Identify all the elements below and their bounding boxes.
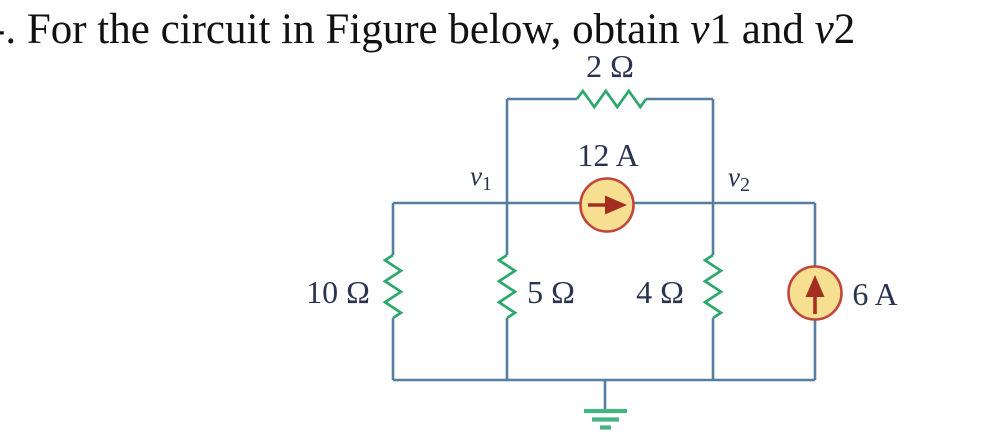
title-v2-var: v — [814, 6, 834, 53]
node-v1-sub: 1 — [482, 173, 492, 195]
node-v2-var: v — [728, 162, 740, 192]
resistor-2ohm-label: 2 Ω — [586, 48, 634, 84]
current-source-12a-icon — [579, 177, 635, 233]
current-source-6a-icon — [787, 265, 843, 321]
title-connector: and — [731, 6, 815, 53]
resistor-4ohm-zigzag — [702, 253, 724, 320]
ground-icon — [584, 408, 627, 430]
title-text: -. For the circuit in Figure below, obta… — [0, 6, 691, 53]
resistor-10ohm-label: 10 Ω — [306, 274, 370, 310]
resistor-5ohm-zigzag — [496, 253, 518, 320]
current-source-12a-arrow-head — [605, 195, 627, 215]
resistor-4ohm-label: 4 Ω — [636, 274, 684, 310]
title-v1-num: 1 — [709, 6, 732, 53]
node-v2-sub: 2 — [740, 174, 750, 196]
resistor-5ohm-label: 5 Ω — [527, 274, 575, 310]
node-v1-label: v1 — [470, 161, 492, 195]
source-6a-label: 6 A — [852, 276, 897, 312]
source-12a-label: 12 A — [577, 137, 638, 173]
node-v1-var: v — [470, 161, 482, 191]
node-v2-label: v2 — [728, 162, 750, 196]
problem-title: -. For the circuit in Figure below, obta… — [0, 5, 855, 54]
title-v1-var: v — [690, 6, 710, 53]
title-v2-num: 2 — [833, 6, 856, 53]
resistor-2ohm-zigzag — [575, 88, 648, 110]
resistor-10ohm-zigzag — [382, 253, 404, 320]
current-source-6a-arrow-head — [805, 275, 825, 297]
